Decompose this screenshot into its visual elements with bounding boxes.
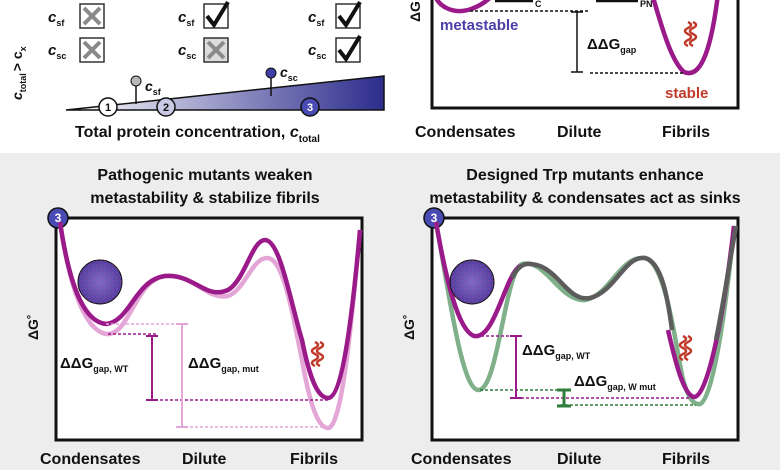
csc-pin: csc — [265, 64, 298, 96]
row-label-csc: csc — [308, 42, 326, 61]
x-box-icon — [79, 3, 105, 29]
fibril-icon — [683, 20, 698, 48]
energy-landscape-curve — [434, 0, 720, 76]
xlabel-condensates: Condensates — [415, 124, 516, 141]
svg-text:csf: csf — [145, 78, 162, 97]
panel-title-line1: Pathogenic mutants weaken — [97, 167, 312, 184]
delta-g-axis-label: ΔG˚ — [401, 314, 417, 340]
energy-plot-frame — [54, 216, 364, 442]
xlabel-dilute: Dilute — [557, 124, 602, 141]
stable-label: stable — [665, 85, 708, 102]
condensate-droplet-icon — [449, 259, 495, 305]
svg-text:1: 1 — [105, 102, 111, 114]
delta-g-axis-label: ΔG — [407, 1, 423, 22]
delta-g-axis-label: ΔG˚ — [25, 314, 41, 340]
csf-pin: csf — [130, 75, 162, 104]
xlabel-condensates: Condensates — [40, 451, 141, 468]
wt-energy-curve — [433, 221, 522, 339]
gap-label: ΔΔGgap — [587, 36, 637, 55]
panel-title-line2: metastability & condensates act as sinks — [429, 190, 740, 207]
check-box-icon — [335, 0, 362, 29]
svg-text:3: 3 — [55, 211, 62, 225]
gap-wt-label: ΔΔGgap, WT — [60, 355, 129, 374]
check-box-icon — [335, 34, 362, 63]
bottom-right-panel: Designed Trp mutants enhance metastabili… — [401, 167, 741, 468]
gap-wt-label: ΔΔGgap, WT — [522, 342, 591, 361]
xlabel-fibrils: Fibrils — [290, 451, 338, 468]
svg-text:3: 3 — [431, 211, 438, 225]
row-label-csc: csc — [48, 42, 66, 61]
panel-title-line2: metastability & stabilize fibrils — [90, 190, 320, 207]
xlabel-condensates: Condensates — [411, 451, 512, 468]
top-left-panel: ctotal> cx csf csc csf csc csf csc — [9, 0, 385, 145]
check-box-icon — [203, 0, 230, 29]
fibril-icon — [678, 334, 693, 362]
xlabel-dilute: Dilute — [182, 451, 227, 468]
mutant-energy-curve — [57, 221, 363, 431]
svg-text:ctotal> cx: ctotal> cx — [9, 46, 28, 100]
metastable-label: metastable — [440, 17, 518, 34]
bottom-left-panel: Pathogenic mutants weaken metastability … — [25, 167, 364, 468]
svg-text:3: 3 — [307, 102, 313, 114]
row-label-csc: csc — [178, 42, 196, 61]
panel-title-line1: Designed Trp mutants enhance — [466, 167, 703, 184]
gap-mut-label: ΔΔGgap, mut — [188, 355, 259, 374]
row-label-csf: csf — [308, 9, 325, 28]
concentration-axis-label: Total protein concentration, ctotal — [75, 124, 320, 145]
top-right-panel: ΔG metastable stable ΔΔGgap C PN Condens… — [407, 0, 740, 141]
xlabel-fibrils: Fibrils — [662, 124, 710, 141]
shared-energy-curve — [509, 255, 675, 331]
row-label-csf: csf — [48, 9, 65, 28]
fibril-icon — [310, 340, 325, 368]
svg-text:2: 2 — [163, 102, 169, 114]
condensate-droplet-icon — [77, 259, 123, 305]
svg-text:csc: csc — [280, 64, 298, 83]
xlabel-dilute: Dilute — [557, 451, 602, 468]
gap-pn-subscript: PN — [640, 0, 653, 9]
energy-plot-frame — [430, 0, 740, 110]
shared-energy-curve — [713, 225, 739, 341]
energy-plot-frame — [430, 216, 740, 442]
marker-3: 3 — [300, 97, 320, 117]
row-label-csf: csf — [178, 9, 195, 28]
marker-1: 1 — [98, 97, 118, 117]
marker-2: 2 — [156, 97, 176, 117]
state-3-badge: 3 — [423, 207, 445, 229]
xlabel-fibrils: Fibrils — [662, 451, 710, 468]
gap-w-mut-label: ΔΔGgap, W mut — [574, 373, 656, 392]
state-3-badge: 3 — [47, 207, 69, 229]
ctotal-gt-cx-label: ctotal> cx — [9, 46, 28, 100]
x-box-icon — [203, 37, 229, 63]
gap-c-subscript: C — [535, 0, 542, 9]
x-box-icon — [79, 37, 105, 63]
